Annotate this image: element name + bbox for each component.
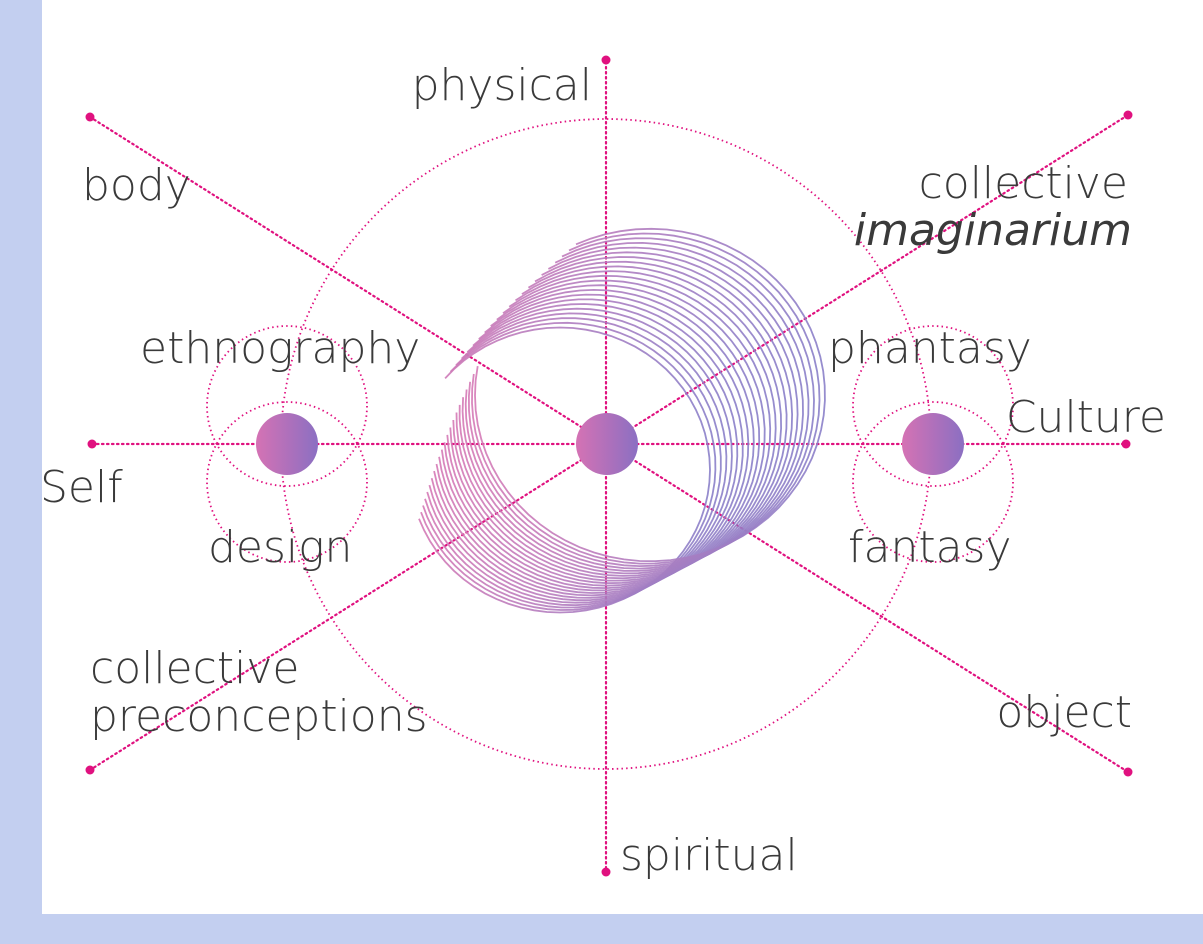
label-phantasy: phantasy — [828, 323, 1032, 374]
label-ethnography: ethnography — [140, 323, 420, 374]
label-body: body — [82, 160, 191, 211]
label-object: object — [996, 687, 1132, 738]
label-collective-preconceptions-1: collective — [90, 643, 299, 694]
dot-bottom — [602, 868, 611, 877]
sphere-center — [576, 413, 638, 475]
label-culture: Culture — [1006, 392, 1166, 443]
dot-bottom-left — [86, 766, 95, 775]
label-physical: physical — [412, 60, 592, 111]
label-spiritual: spiritual — [620, 830, 798, 881]
dot-top-right — [1124, 111, 1133, 120]
dot-top — [602, 56, 611, 65]
label-self: Self — [40, 462, 123, 513]
label-collective-preconceptions-2: preconceptions — [90, 691, 428, 742]
dot-left — [88, 440, 97, 449]
sphere-right — [902, 413, 964, 475]
label-fantasy: fantasy — [848, 522, 1012, 573]
label-collective-imaginarium-1: collective — [919, 158, 1128, 209]
sphere-left — [256, 413, 318, 475]
label-collective-imaginarium-2: imaginarium — [854, 205, 1132, 256]
dot-top-left — [86, 113, 95, 122]
dot-bottom-right — [1124, 768, 1133, 777]
label-design: design — [208, 522, 352, 573]
